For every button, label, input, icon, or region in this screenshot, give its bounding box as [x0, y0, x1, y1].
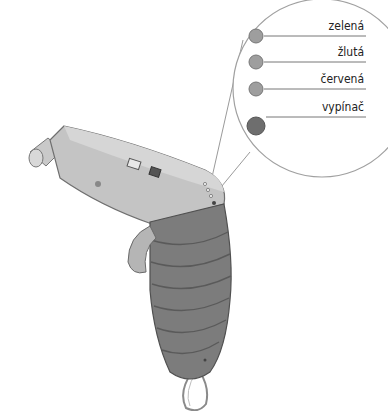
led-label: vypínač — [322, 100, 364, 114]
led-label: zelená — [329, 19, 364, 33]
led-label: žlutá — [338, 45, 364, 59]
led-label: červená — [320, 72, 364, 86]
